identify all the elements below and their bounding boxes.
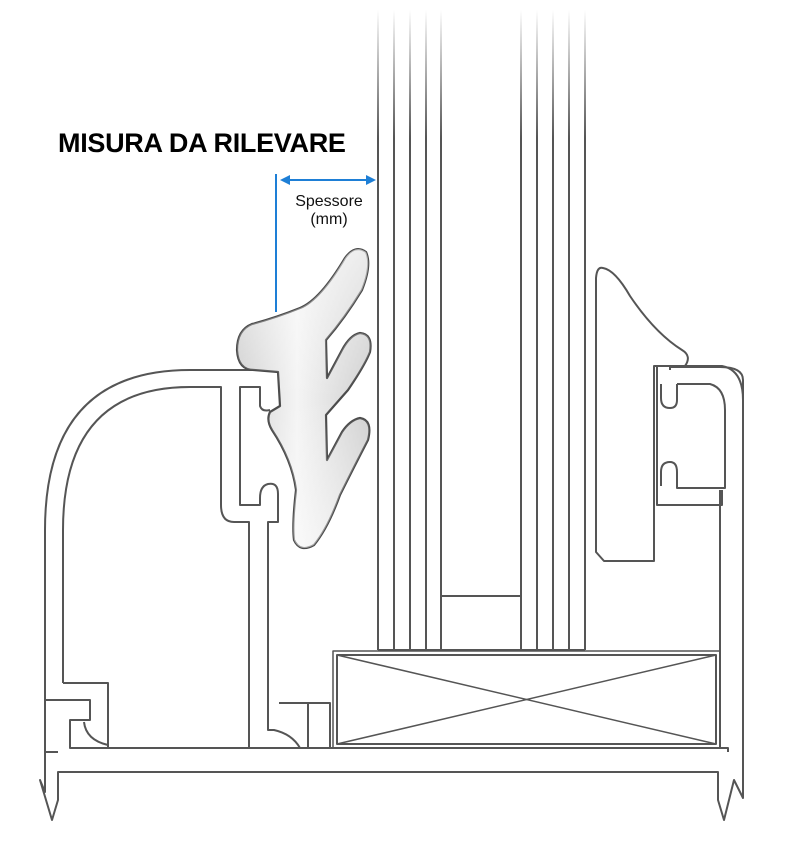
glazing-bead — [595, 266, 744, 562]
thickness-label-text: Spessore — [295, 193, 363, 210]
glass-pane-right — [520, 10, 586, 650]
thickness-dimension — [275, 174, 376, 312]
frame-base — [39, 366, 744, 821]
glazing-gasket — [235, 247, 372, 550]
arrow-right-icon — [366, 175, 376, 185]
thickness-label: Spessore (mm) — [280, 193, 378, 229]
setting-block — [332, 650, 721, 749]
arrow-left-icon — [280, 175, 290, 185]
glass-pane-left — [377, 10, 442, 650]
diagram-title: MISURA DA RILEVARE — [58, 128, 346, 158]
thickness-unit-text: (mm) — [310, 211, 348, 228]
window-frame-profile — [44, 369, 333, 749]
